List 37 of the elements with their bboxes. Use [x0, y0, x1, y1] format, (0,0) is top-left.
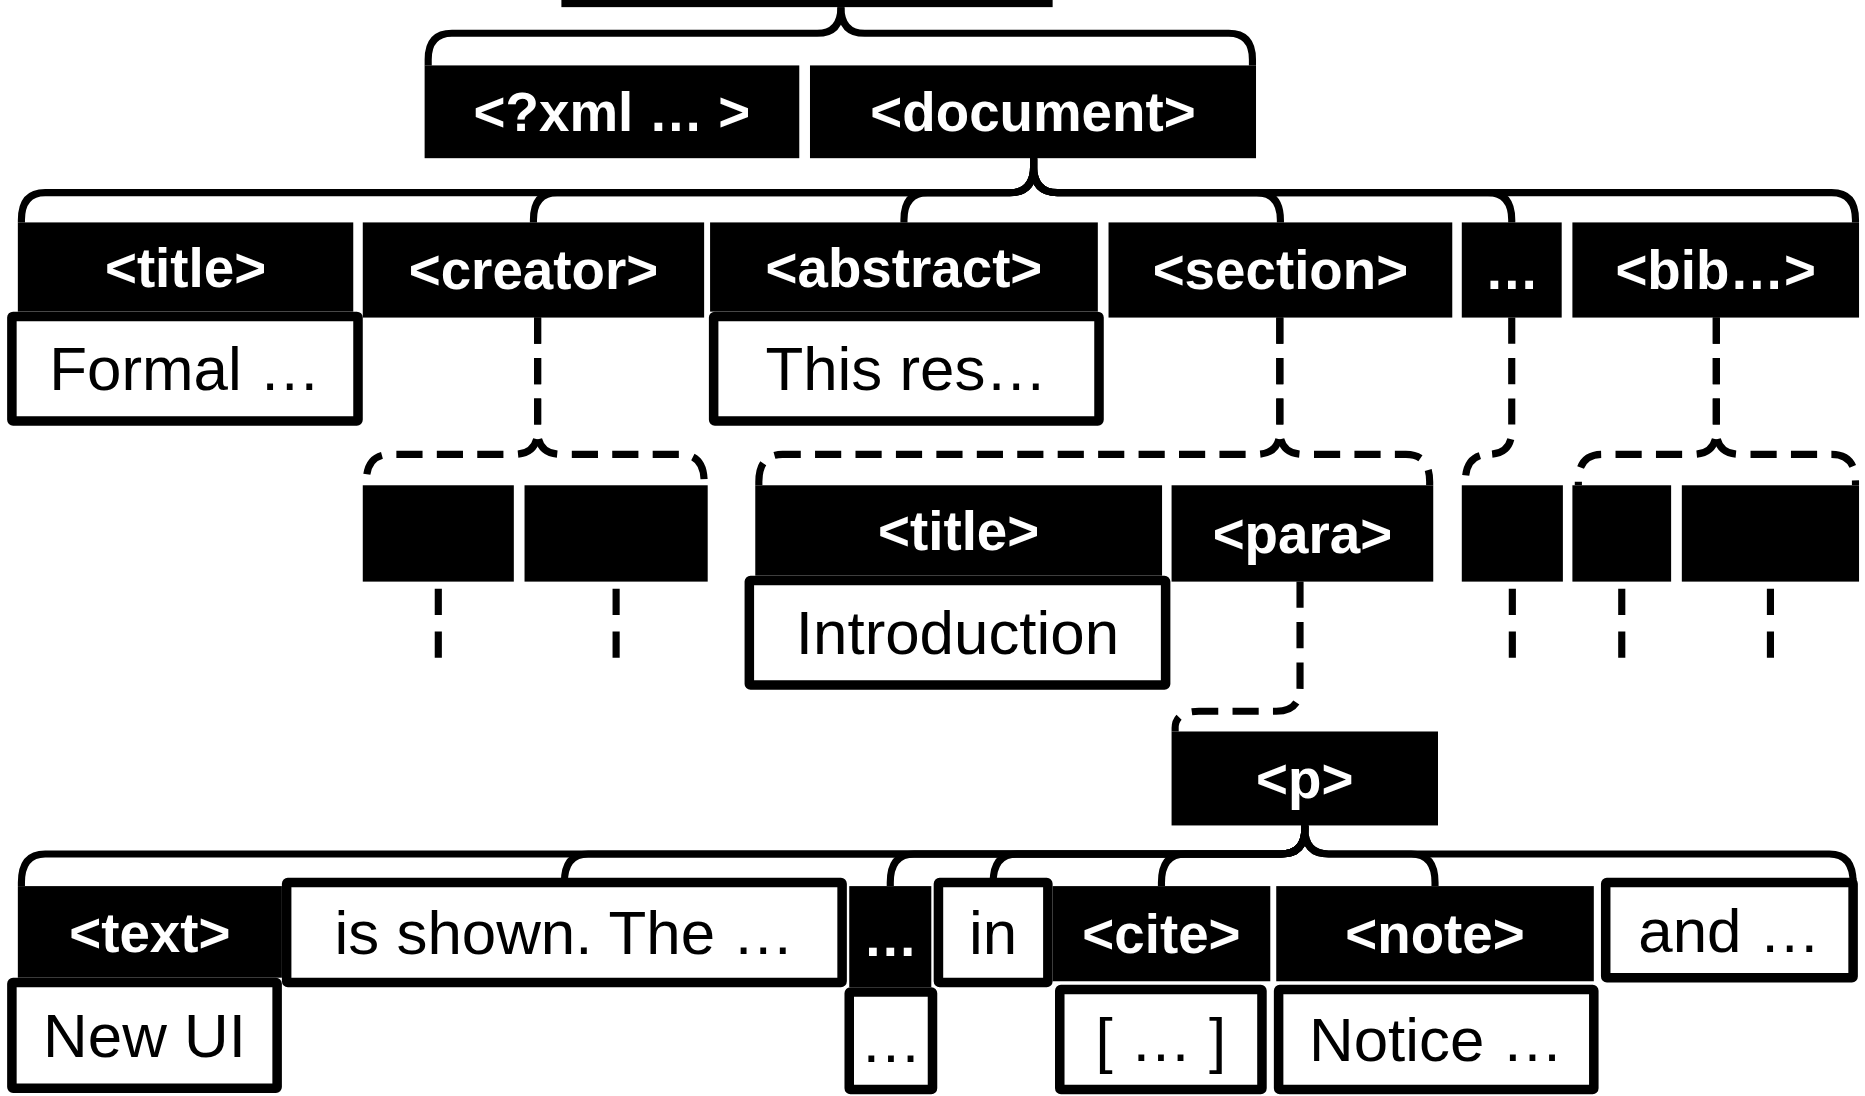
text-content-box: This res…: [708, 311, 1104, 426]
element-tag: <document>: [810, 65, 1256, 159]
text-content-box: …: [844, 987, 938, 1095]
dashed-line: [434, 588, 442, 661]
element-tag: <title>: [17, 222, 354, 312]
brace-connector: [1030, 158, 1860, 224]
element-tag: <section>: [1108, 222, 1453, 318]
element-box: [362, 485, 514, 582]
text-content-box: [ … ]: [1055, 984, 1267, 1095]
text-content-box: New UI: [7, 977, 282, 1094]
element-tag: <cite>: [1052, 886, 1271, 982]
element-tag: <text>: [17, 886, 282, 978]
element-tag: <title>: [755, 485, 1163, 576]
dashed-line: [612, 588, 620, 661]
text-content-box: is shown. The …: [281, 877, 847, 988]
text-content-box: Introduction: [744, 575, 1171, 690]
dashed-line: [1766, 588, 1774, 661]
brace-connector: [1276, 317, 1434, 486]
element-box: [1572, 485, 1672, 582]
dashed-line: [1618, 588, 1626, 661]
text-content-box: and …: [1600, 877, 1858, 983]
element-tag: <p>: [1171, 731, 1438, 826]
element-box: [1681, 485, 1860, 582]
element-tag: <note>: [1276, 886, 1594, 982]
text-content-box: Formal …: [7, 311, 363, 426]
element-tag: <para>: [1171, 485, 1434, 582]
element-tag: <abstract>: [710, 222, 1098, 312]
element-box: [524, 485, 708, 582]
element-tag: <?xml … >: [424, 65, 800, 159]
element-tag: <creator>: [362, 222, 705, 318]
text-content-box: Notice …: [1273, 984, 1599, 1095]
element-box: [1461, 485, 1563, 582]
dashed-line: [1508, 588, 1516, 661]
text-content-box: in: [933, 877, 1053, 988]
element-tag: …: [1461, 222, 1562, 318]
element-tag: …: [849, 886, 932, 988]
element-tag: <bib…>: [1572, 222, 1860, 318]
